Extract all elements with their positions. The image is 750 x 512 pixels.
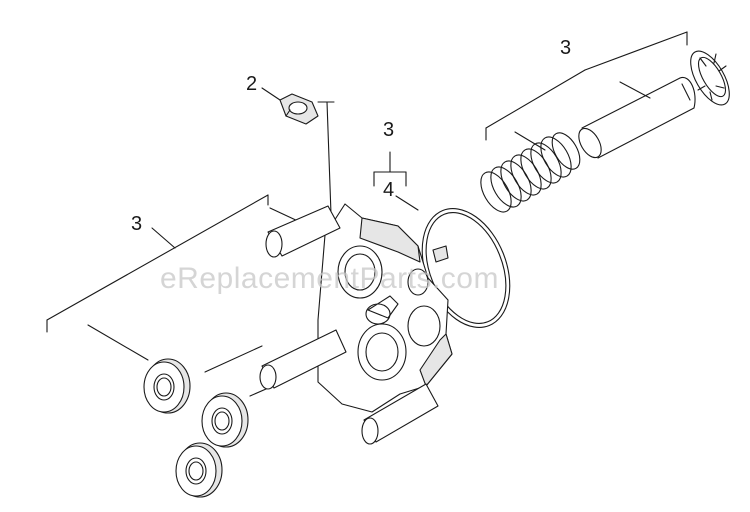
bracket-center-group — [373, 151, 419, 211]
hex-nut — [279, 93, 319, 125]
callout-top-right-kit: 3 — [560, 37, 572, 59]
bracket-left-kit — [46, 194, 301, 397]
watermark-text: eReplacementParts.com — [160, 262, 499, 295]
piston-housing — [317, 203, 453, 413]
callout-center-group-bottom: 4 — [383, 179, 395, 201]
housing-tube-lower — [361, 383, 439, 445]
callout-center-group-top: 3 — [383, 119, 395, 141]
seal-upper — [143, 358, 191, 414]
retaining-ring — [690, 50, 730, 106]
bracket-top-right-kit — [485, 31, 688, 151]
spring — [480, 132, 581, 213]
seal-lower — [175, 442, 223, 498]
housing-tube-middle — [259, 329, 347, 390]
callout-nut: 2 — [246, 73, 258, 95]
piston — [578, 76, 696, 159]
housing-tube-upper — [265, 205, 341, 258]
callout-left-kit: 3 — [131, 213, 143, 235]
seal-middle — [201, 392, 249, 448]
